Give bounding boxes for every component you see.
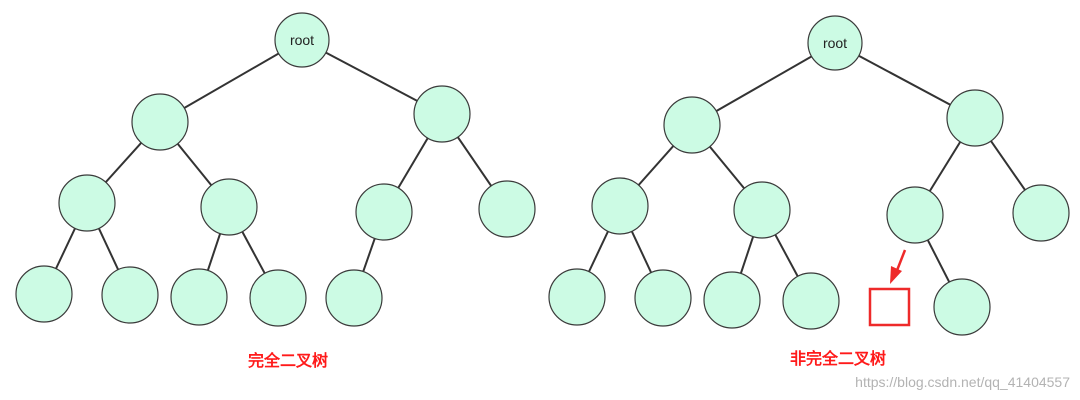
right-root-label: root [823, 35, 847, 51]
tree-node [548, 268, 606, 326]
root-node [807, 15, 863, 71]
tree-node [15, 265, 73, 323]
tree-node [1012, 184, 1070, 242]
tree-node [733, 181, 791, 239]
root-node [274, 12, 330, 68]
right-tree-caption: 非完全二叉树 [790, 349, 886, 368]
tree-node [170, 268, 228, 326]
tree-node [886, 186, 944, 244]
right-tree-nodes [548, 15, 1070, 336]
tree-node [782, 272, 840, 330]
tree-node [946, 89, 1004, 147]
left-tree-caption: 完全二叉树 [248, 351, 328, 370]
left-tree-edges [43, 39, 508, 299]
arrow-icon [890, 249, 907, 284]
tree-node [634, 269, 692, 327]
right-tree-edges [576, 42, 1042, 308]
tree-node [249, 269, 307, 327]
tree-node [591, 177, 649, 235]
tree-node [355, 183, 413, 241]
tree-node [101, 266, 159, 324]
tree-node [703, 271, 761, 329]
tree-node [933, 278, 991, 336]
left-tree: root 完全二叉树 [15, 12, 536, 370]
tree-node [325, 269, 383, 327]
missing-node-box [868, 287, 911, 327]
tree-node [413, 85, 471, 143]
tree-node [131, 93, 189, 151]
left-root-label: root [290, 32, 314, 48]
left-tree-nodes [15, 12, 536, 327]
tree-node [478, 180, 536, 238]
tree-node [58, 174, 116, 232]
watermark: https://blog.csdn.net/qq_41404557 [855, 374, 1070, 390]
tree-node [663, 96, 721, 154]
right-tree: root 非完全二叉树 [548, 15, 1070, 368]
tree-node [200, 178, 258, 236]
